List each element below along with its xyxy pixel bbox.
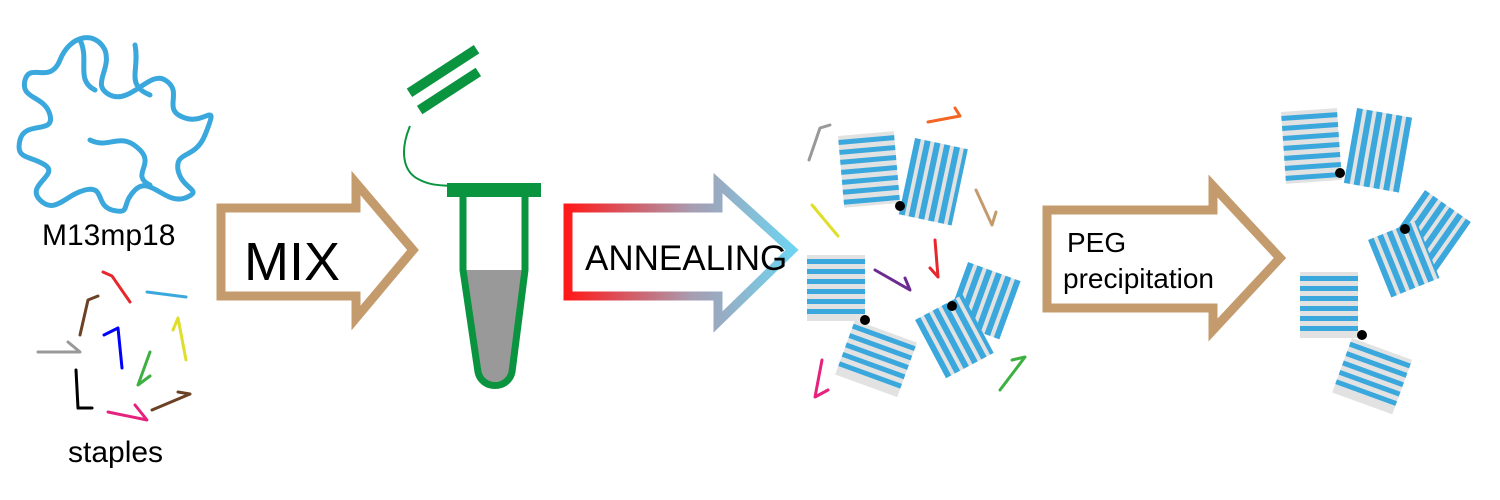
- linker-dot-icon: [1335, 168, 1345, 178]
- origami-tile-icon: [838, 131, 901, 208]
- staple-strands-icon: [36, 270, 192, 422]
- staple-strand: [136, 350, 152, 387]
- purified-dimers: [1281, 108, 1471, 415]
- linker-dot-icon: [895, 201, 905, 211]
- staple-strand: [998, 355, 1027, 392]
- staple-strand: [928, 238, 940, 279]
- staple-strand: [78, 294, 100, 337]
- staple-strand: [102, 326, 124, 370]
- origami-tile-icon: [1300, 272, 1358, 338]
- linker-dot-icon: [1357, 330, 1367, 340]
- staple-strand: [807, 123, 832, 162]
- annealed-mixture: [807, 106, 1027, 399]
- scaffold-loop-icon: [16, 35, 214, 214]
- origami-tile-icon: [898, 138, 968, 226]
- staple-strand: [873, 268, 912, 292]
- peg-arrow: PEG precipitation: [1042, 174, 1287, 342]
- peg-label-line1: PEG: [1067, 227, 1126, 258]
- staple-strand: [101, 270, 132, 304]
- origami-tile-icon: [807, 255, 865, 321]
- origami-tile-icon: [1332, 338, 1413, 415]
- staple-strand: [810, 203, 840, 238]
- annealing-arrow: ANNEALING: [563, 172, 799, 333]
- staple-strand: [145, 290, 188, 299]
- staple-strand: [36, 340, 82, 354]
- linker-dot-icon: [1400, 224, 1410, 234]
- staples-label: staples: [68, 436, 163, 469]
- staple-strand: [974, 188, 998, 227]
- mix-arrow: MIX: [216, 170, 419, 331]
- origami-tile-icon: [1343, 108, 1413, 193]
- peg-label-line2: precipitation: [1063, 263, 1214, 294]
- annealing-label: ANNEALING: [585, 239, 787, 278]
- scaffold-label: M13mp18: [42, 219, 175, 252]
- staple-strand: [171, 316, 188, 362]
- tube-icon: [403, 45, 541, 389]
- staple-strand: [106, 403, 149, 422]
- staple-strand: [74, 368, 94, 410]
- origami-tile-icon: [1368, 220, 1440, 298]
- linker-dot-icon: [947, 301, 957, 311]
- mix-label: MIX: [244, 232, 340, 292]
- staple-strand: [150, 390, 192, 412]
- staple-strand: [926, 106, 962, 124]
- origami-tile-icon: [1281, 108, 1342, 184]
- origami-tile-icon: [915, 294, 994, 379]
- staple-strand: [813, 358, 830, 399]
- linker-dot-icon: [860, 315, 870, 325]
- origami-tile-icon: [835, 320, 918, 398]
